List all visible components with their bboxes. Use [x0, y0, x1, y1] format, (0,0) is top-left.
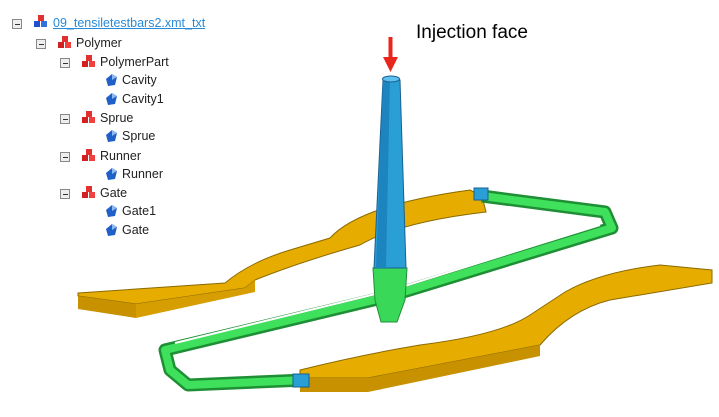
tree-item-runner[interactable]: Runner — [122, 167, 163, 181]
tree-item-polymer[interactable]: Polymer — [76, 36, 122, 50]
cavity-bar-right[interactable] — [299, 264, 713, 392]
body-icon — [106, 205, 117, 217]
tree-item-runner-group[interactable]: Runner — [100, 149, 141, 163]
tree-item-cavity1[interactable]: Cavity1 — [122, 92, 164, 106]
injection-face-label: Injection face — [416, 22, 528, 43]
tree-item-gate[interactable]: Gate — [122, 223, 150, 237]
assembly-icon — [82, 55, 95, 67]
collapse-toggle[interactable] — [36, 39, 46, 49]
tree-item-cavity[interactable]: Cavity — [122, 73, 157, 87]
assembly-icon — [82, 149, 95, 161]
body-icon — [106, 224, 117, 236]
body-icon — [106, 74, 117, 86]
gate-bottom[interactable] — [292, 373, 310, 388]
assembly-icon — [58, 36, 71, 48]
injection-face[interactable] — [382, 75, 400, 83]
tree-item-gate-group[interactable]: Gate — [100, 186, 128, 200]
assembly-icon — [82, 111, 95, 123]
gate-top[interactable] — [473, 187, 489, 201]
tree-item-polymerpart[interactable]: PolymerPart — [100, 55, 169, 69]
collapse-toggle[interactable] — [60, 189, 70, 199]
collapse-toggle[interactable] — [60, 58, 70, 68]
tree-item-sprue-group[interactable]: Sprue — [100, 111, 134, 125]
body-icon — [106, 93, 117, 105]
collapse-toggle[interactable] — [12, 19, 22, 29]
tree-root[interactable]: 09_tensiletestbars2.xmt_txt — [53, 16, 206, 30]
body-icon — [106, 168, 117, 180]
body-icon — [106, 130, 117, 142]
tree-item-sprue[interactable]: Sprue — [122, 129, 156, 143]
assembly-icon — [34, 15, 47, 27]
collapse-toggle[interactable] — [60, 114, 70, 124]
assembly-icon — [82, 186, 95, 198]
arrow-icon — [383, 37, 398, 72]
tree-item-gate1[interactable]: Gate1 — [122, 204, 157, 218]
sprue[interactable] — [372, 75, 408, 323]
collapse-toggle[interactable] — [60, 152, 70, 162]
